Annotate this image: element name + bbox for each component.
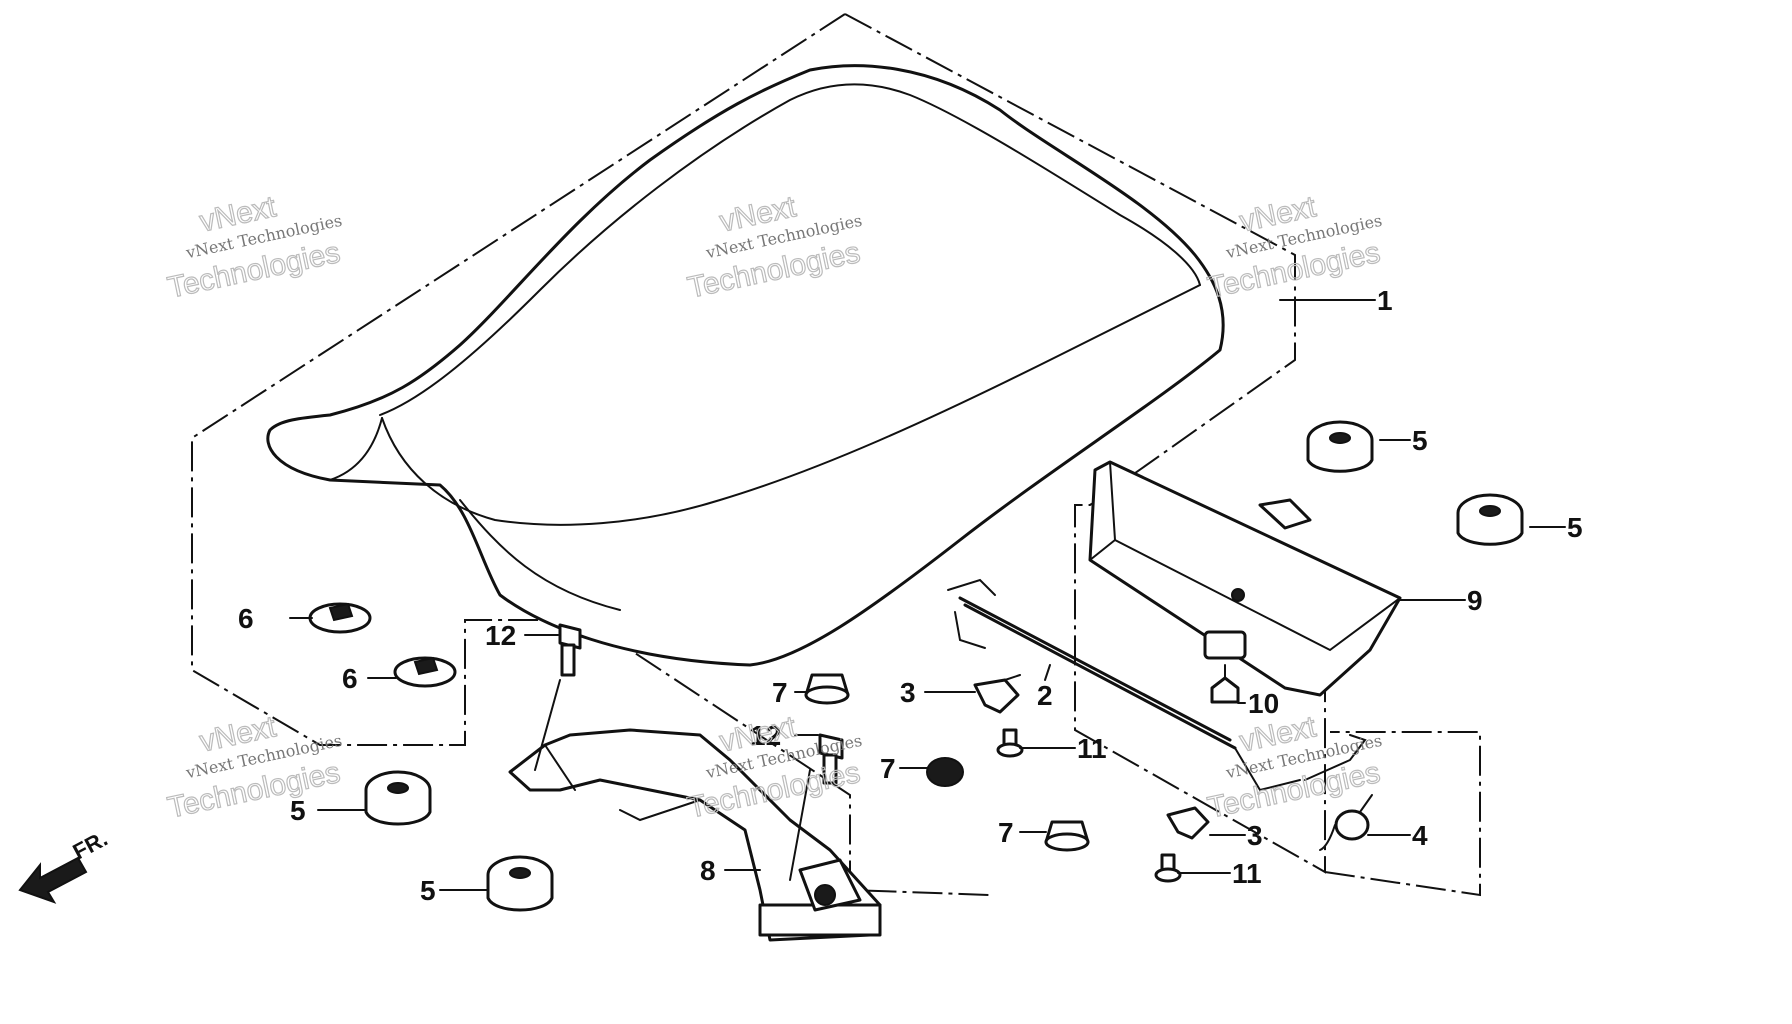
callout-2: 2 [1037,680,1053,711]
clip-6-lower [393,656,457,688]
seat-assembly-boundary-left [191,13,991,896]
callout-3-lower: 3 [1247,820,1263,851]
screw-11-upper [996,728,1024,758]
latch-3-lower [1166,806,1210,840]
callout-8: 8 [700,855,716,886]
cap-7-upper [804,673,850,705]
leader-bracket-seat [534,679,561,771]
spring-4 [1319,794,1373,851]
watermark-bottom-left: vNext Technologies vNext Technologies [164,710,343,826]
callout-5-left-upper: 5 [290,795,306,826]
screw-11-lower [1154,853,1182,883]
callout-11-upper: 11 [1077,733,1107,764]
callout-5-left-lower: 5 [420,875,436,906]
latch-3-upper [973,674,1021,714]
watermark-top-right: vNext Technologies vNext Technologies [1204,190,1383,306]
bolt-12-lower [818,733,844,785]
clip-6-upper [308,602,372,634]
callout-6-lower: 6 [342,663,358,694]
callout-1: 1 [1377,285,1393,316]
damper-5-left-upper [364,770,432,826]
callout-9: 9 [1467,585,1483,616]
cap-7-middle [926,757,964,787]
callout-12-lower: 12 [750,720,781,751]
watermark-top-left: vNext Technologies vNext Technologies [164,190,343,306]
damper-5-top [1306,420,1374,473]
callout-11-lower: 11 [1232,858,1262,889]
leader-bracket-seat-2 [789,769,811,881]
lower-group-boundary [1324,731,1481,897]
callout-7-lower: 7 [998,817,1014,848]
cap-7-lower [1044,820,1090,852]
wing-nut-10 [1210,664,1240,704]
callout-leaders [289,299,1566,891]
callout-12-upper: 12 [485,620,516,651]
callout-5-top: 5 [1412,425,1428,456]
damper-5-right [1456,493,1524,546]
callout-7-middle: 7 [880,753,896,784]
callout-4: 4 [1412,820,1428,851]
bolt-12-upper [558,623,582,677]
lock-rod [947,578,1367,792]
seat [266,64,1225,667]
watermark-bottom-right: vNext Technologies vNext Technologies [1204,710,1383,826]
seat-bracket [508,728,882,942]
callout-10: 10 [1248,688,1279,719]
damper-5-left-lower [486,855,554,912]
callout-5-right: 5 [1567,512,1583,543]
storage-tray [1088,460,1402,697]
callout-7-upper: 7 [772,677,788,708]
front-direction-arrow: FR. [18,826,112,904]
callout-3-upper: 3 [900,677,916,708]
callout-6-upper: 6 [238,603,254,634]
